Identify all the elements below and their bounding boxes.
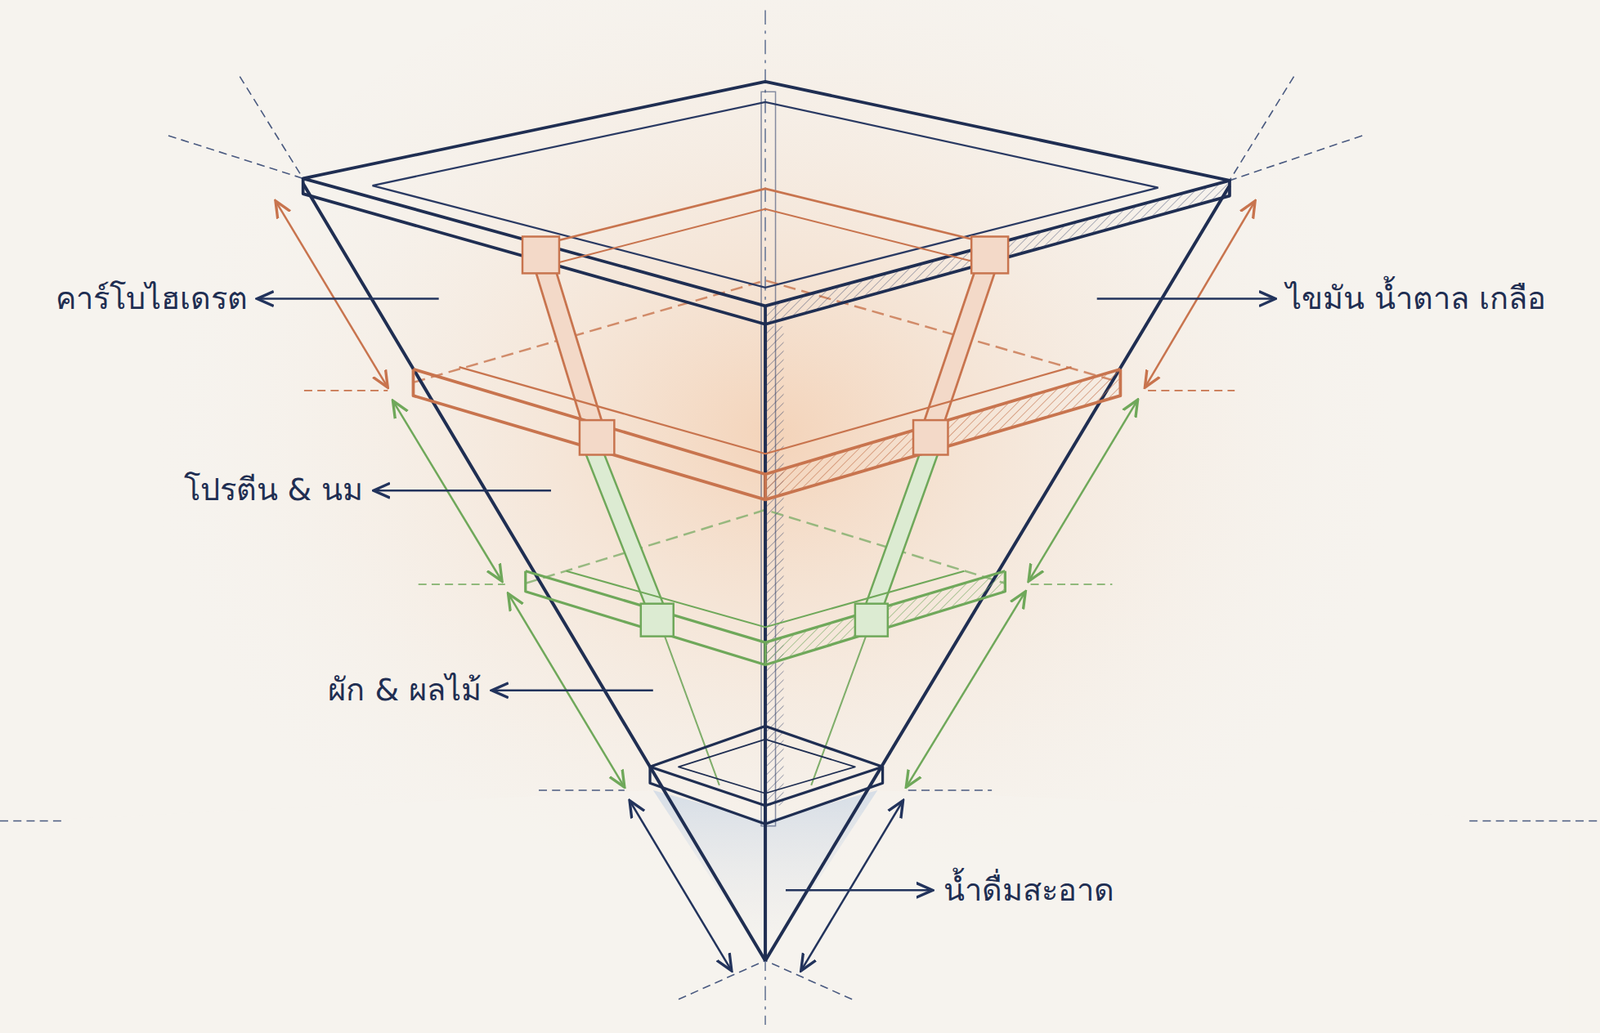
food-group-label: ผัก & ผลไม้ xyxy=(327,672,482,710)
food-group-label: ไขมัน น้ำตาล เกลือ xyxy=(1286,280,1547,319)
food-group-label: โปรตีน & นม xyxy=(183,471,364,510)
food-group-label: น้ำดื่มสะอาด xyxy=(943,872,1115,910)
food-group-label: คาร์โบไฮเดรต xyxy=(55,280,248,319)
